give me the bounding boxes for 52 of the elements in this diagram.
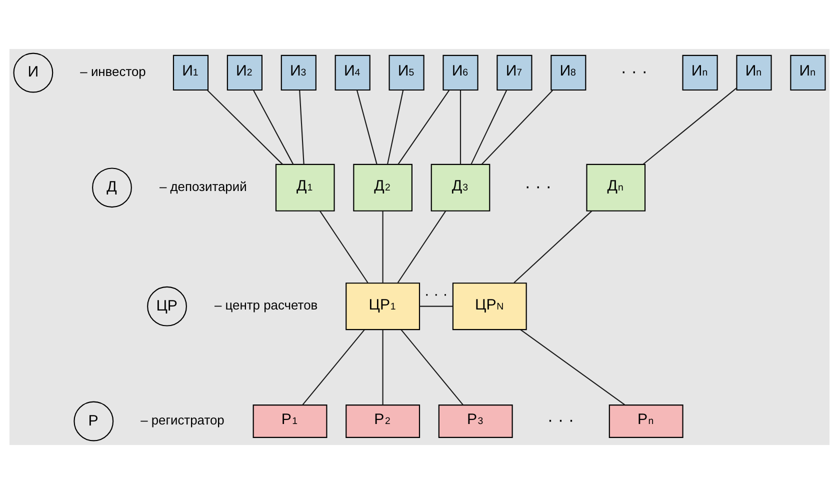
node-box: Д1	[274, 163, 334, 211]
connector	[513, 210, 592, 283]
connector	[302, 328, 364, 405]
label: · · ·	[546, 408, 574, 429]
node-box: И6	[442, 54, 478, 90]
connector	[206, 90, 283, 164]
node-label: – центр расчетов	[214, 297, 318, 312]
label: · · ·	[620, 60, 648, 80]
connector	[382, 329, 383, 404]
connector	[252, 90, 294, 164]
node-circle: И	[12, 52, 53, 92]
node-box: Иn	[790, 54, 826, 90]
node-box: И2	[226, 54, 262, 90]
node-box: И5	[388, 54, 424, 90]
connector	[397, 90, 449, 164]
connector	[356, 90, 377, 164]
connector	[642, 87, 736, 164]
node-box: Иn	[682, 54, 718, 90]
node-box: Рn	[608, 404, 683, 438]
connector	[470, 90, 506, 164]
connector	[318, 210, 368, 283]
node-box: ЦР1	[345, 282, 420, 330]
node-circle: ЦР	[146, 286, 186, 326]
node-box: Р1	[252, 404, 327, 438]
connector	[298, 90, 304, 164]
connector	[419, 305, 452, 306]
node-label: – регистратор	[140, 412, 224, 428]
label: · · ·	[524, 175, 552, 196]
node-label: – инвестор	[80, 64, 146, 79]
node-box: И8	[550, 54, 586, 90]
node-box: И1	[172, 54, 208, 90]
connector	[382, 210, 383, 282]
node-box: И4	[334, 54, 370, 90]
node-box: Р2	[345, 404, 420, 438]
connector	[396, 210, 446, 283]
node-circle: Р	[73, 400, 114, 441]
node-box: Д3	[430, 163, 490, 211]
connector	[386, 90, 404, 164]
node-box: И3	[280, 54, 316, 90]
node-box: Р3	[438, 404, 512, 438]
node-box: И7	[496, 54, 532, 90]
node-box: ЦРN	[452, 282, 526, 330]
node-circle: Д	[92, 167, 132, 208]
connector	[480, 90, 552, 164]
connector	[520, 328, 625, 405]
connector	[459, 90, 461, 164]
edge-label: · · ·	[424, 286, 448, 303]
node-box: Дn	[586, 163, 646, 211]
node-box: Иn	[736, 54, 772, 90]
node-box: Д2	[352, 163, 412, 211]
node-label: – депозитарий	[158, 178, 246, 194]
connector	[400, 328, 463, 405]
